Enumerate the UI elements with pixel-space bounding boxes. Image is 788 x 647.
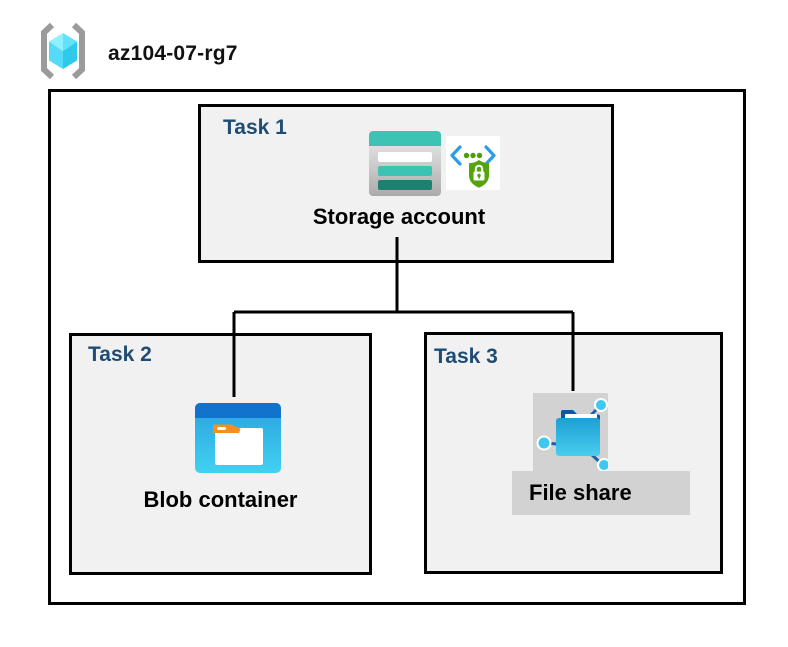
task2-box: Task 2 Blob container <box>69 333 372 575</box>
blob-container-label: Blob container <box>143 487 298 512</box>
file-share-label-background: File share <box>512 471 690 515</box>
task3-label: Task 3 <box>434 345 498 368</box>
storage-account-icon <box>369 131 441 196</box>
file-share-icon-background <box>533 393 611 472</box>
storage-account-label: Storage account <box>312 204 486 229</box>
file-share-icon <box>536 398 611 472</box>
task3-box: Task 3 File share <box>424 332 723 574</box>
resource-group-title: az104-07-rg7 <box>108 42 238 65</box>
blob-container-icon <box>195 403 281 473</box>
task1-label: Task 1 <box>223 116 287 139</box>
sas-security-icon <box>446 136 500 190</box>
resource-group-icon <box>41 22 85 80</box>
file-share-label: File share <box>529 480 632 505</box>
task1-box: Task 1 Storage acc <box>198 104 614 263</box>
task2-label: Task 2 <box>88 343 152 366</box>
